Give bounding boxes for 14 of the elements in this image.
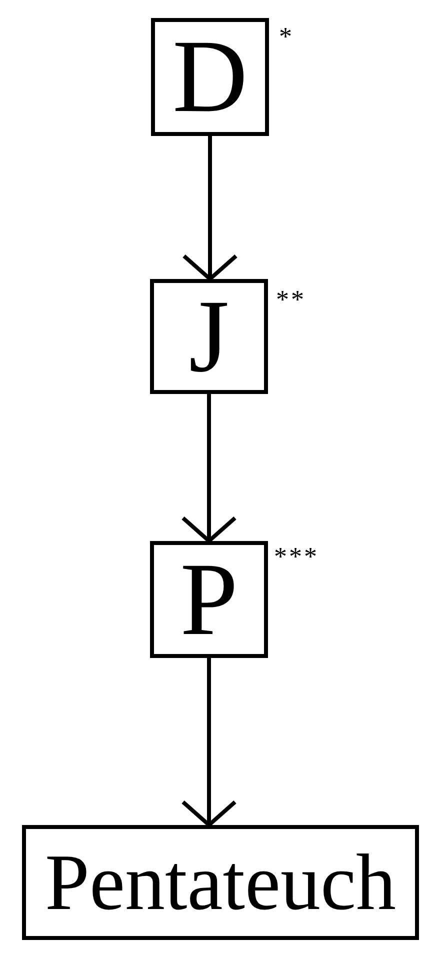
node-label: D	[172, 25, 248, 129]
process-box	[150, 279, 268, 394]
node-label: P	[180, 548, 238, 652]
arrow	[182, 136, 238, 281]
arrow	[181, 658, 237, 827]
arrow	[181, 394, 237, 543]
process-box	[150, 541, 268, 658]
process-box	[22, 825, 419, 940]
footnote-mark: ***	[274, 544, 319, 570]
footnote-mark: **	[276, 287, 306, 313]
process-box	[151, 18, 269, 136]
node-label: J	[188, 284, 230, 388]
node-label: Pentateuch	[45, 842, 396, 922]
footnote-mark: *	[279, 24, 294, 50]
